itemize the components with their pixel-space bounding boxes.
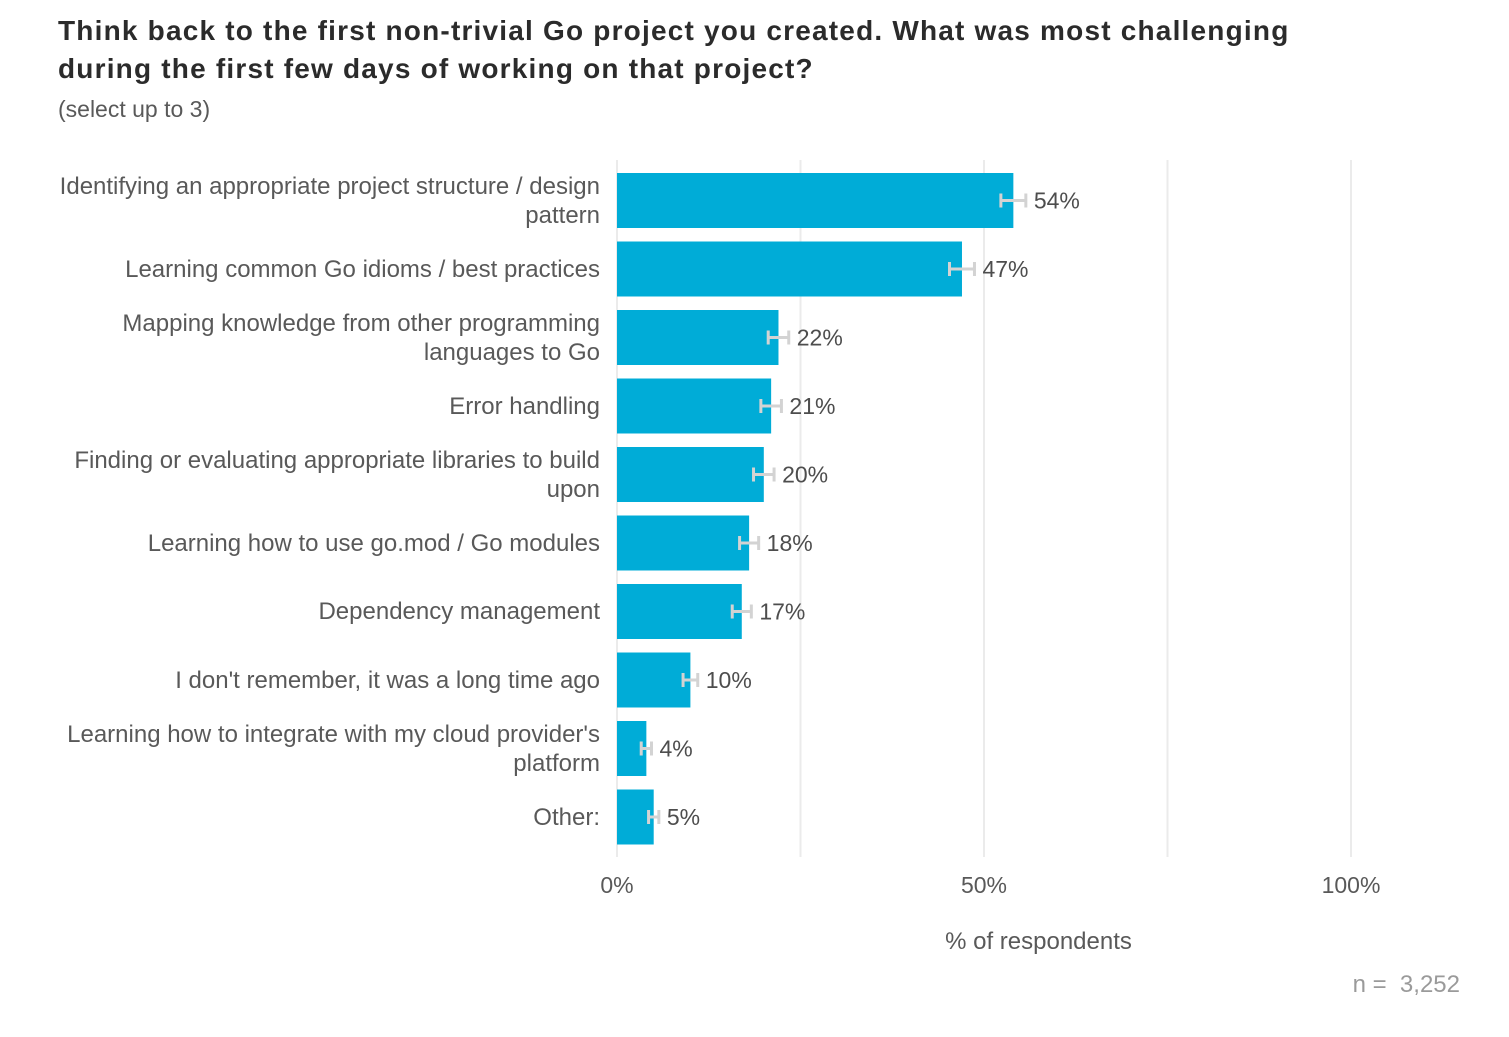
value-label: 18% bbox=[767, 530, 813, 556]
error-bar bbox=[681, 673, 700, 687]
error-bar bbox=[759, 399, 783, 413]
error-bar bbox=[730, 604, 753, 619]
error-bar bbox=[766, 330, 791, 345]
value-label: 4% bbox=[659, 736, 692, 762]
value-label: 10% bbox=[706, 667, 752, 693]
value-label: 54% bbox=[1034, 188, 1080, 214]
chart-subtitle: (select up to 3) bbox=[58, 96, 211, 122]
value-label: 5% bbox=[667, 804, 700, 830]
category-label: Learning how to use go.mod / Go modules bbox=[147, 529, 600, 557]
category-label: Identifying an appropriate project struc… bbox=[59, 172, 600, 229]
bar bbox=[617, 652, 691, 708]
value-label: 17% bbox=[759, 599, 805, 625]
value-label: 22% bbox=[797, 325, 843, 351]
error-bar bbox=[752, 467, 776, 482]
error-bar bbox=[999, 193, 1028, 208]
error-bar bbox=[948, 262, 976, 276]
category-label: I don't remember, it was a long time ago bbox=[175, 666, 600, 694]
bar bbox=[617, 515, 750, 571]
bar bbox=[617, 378, 772, 434]
error-bar bbox=[639, 741, 653, 756]
bar bbox=[617, 310, 779, 365]
x-tick-label: 50% bbox=[961, 872, 1007, 898]
x-tick-label: 100% bbox=[1322, 872, 1381, 898]
bar bbox=[617, 241, 962, 297]
category-label: Dependency management bbox=[318, 598, 600, 625]
x-axis-label: % of respondents bbox=[945, 928, 1132, 955]
x-tick-label: 0% bbox=[600, 872, 633, 898]
category-label: Learning common Go idioms / best practic… bbox=[125, 255, 600, 283]
category-label: Learning how to integrate with my cloud … bbox=[67, 720, 600, 777]
category-label: Mapping knowledge from other programming… bbox=[122, 309, 600, 366]
error-bar bbox=[738, 536, 761, 550]
error-bar bbox=[647, 810, 661, 824]
bar bbox=[617, 584, 742, 639]
category-label: Other: bbox=[533, 803, 600, 831]
value-label: 21% bbox=[789, 393, 835, 419]
value-label: 20% bbox=[782, 462, 828, 488]
bar bbox=[617, 447, 764, 502]
category-label: Error handling bbox=[449, 392, 600, 420]
bar bbox=[617, 173, 1014, 228]
sample-size-note: n = 3,252 bbox=[1352, 971, 1460, 998]
chart-title: Think back to the first non-trivial Go p… bbox=[58, 15, 1290, 84]
category-label: Finding or evaluating appropriate librar… bbox=[74, 446, 600, 503]
value-label: 47% bbox=[982, 256, 1028, 282]
